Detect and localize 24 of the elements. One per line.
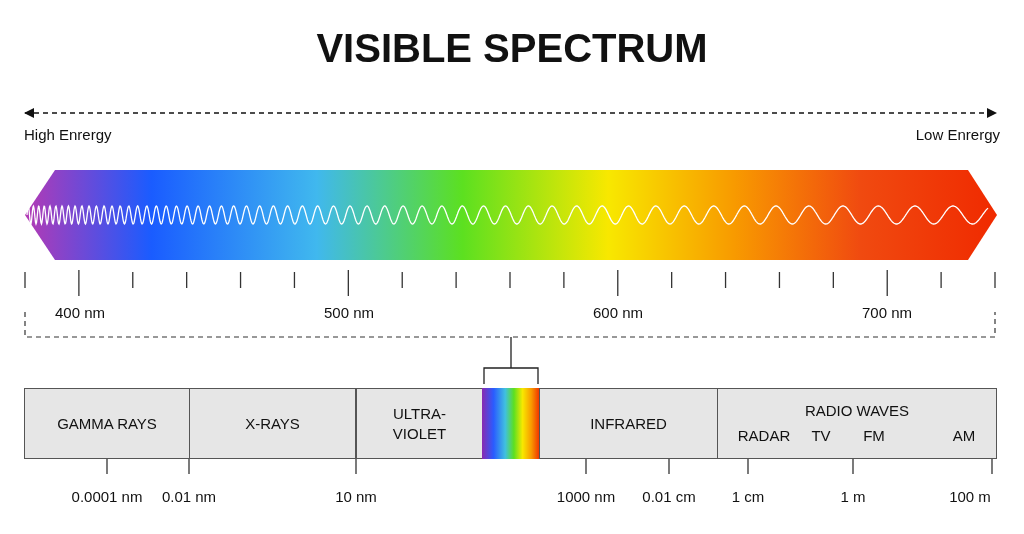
band-label: TV xyxy=(811,427,831,445)
wavelength-label: 1 m xyxy=(840,488,866,506)
visible-spectrum-cell xyxy=(482,388,540,459)
wavelength-label: 700 nm xyxy=(862,304,912,322)
wavelength-label: 1 cm xyxy=(731,488,765,506)
energy-label: High Enrergy xyxy=(24,126,112,144)
energy-label: Low Enrergy xyxy=(915,126,1000,144)
wavelength-label: 0.01 nm xyxy=(161,488,217,506)
band-label: RADAR xyxy=(737,427,791,445)
wavelength-label: 0.01 cm xyxy=(642,488,696,506)
wavelength-label: 100 m xyxy=(949,488,991,506)
spectrum-cell: ULTRA-VIOLET xyxy=(356,388,483,459)
spectrum-cell: GAMMA RAYS xyxy=(24,388,190,459)
wavelength-label: 0.0001 nm xyxy=(71,488,143,506)
wavelength-label: 400 nm xyxy=(55,304,105,322)
wavelength-label: 500 nm xyxy=(324,304,374,322)
band-label: FM xyxy=(863,427,885,445)
wavelength-label: 10 nm xyxy=(335,488,377,506)
spectrum-cell: X-RAYS xyxy=(189,388,356,459)
wavelength-label: 1000 nm xyxy=(556,488,616,506)
band-label: AM xyxy=(952,427,976,445)
wavelength-label: 600 nm xyxy=(593,304,643,322)
spectrum-cell: INFRARED xyxy=(539,388,718,459)
title: VISIBLE SPECTRUM xyxy=(315,26,709,70)
